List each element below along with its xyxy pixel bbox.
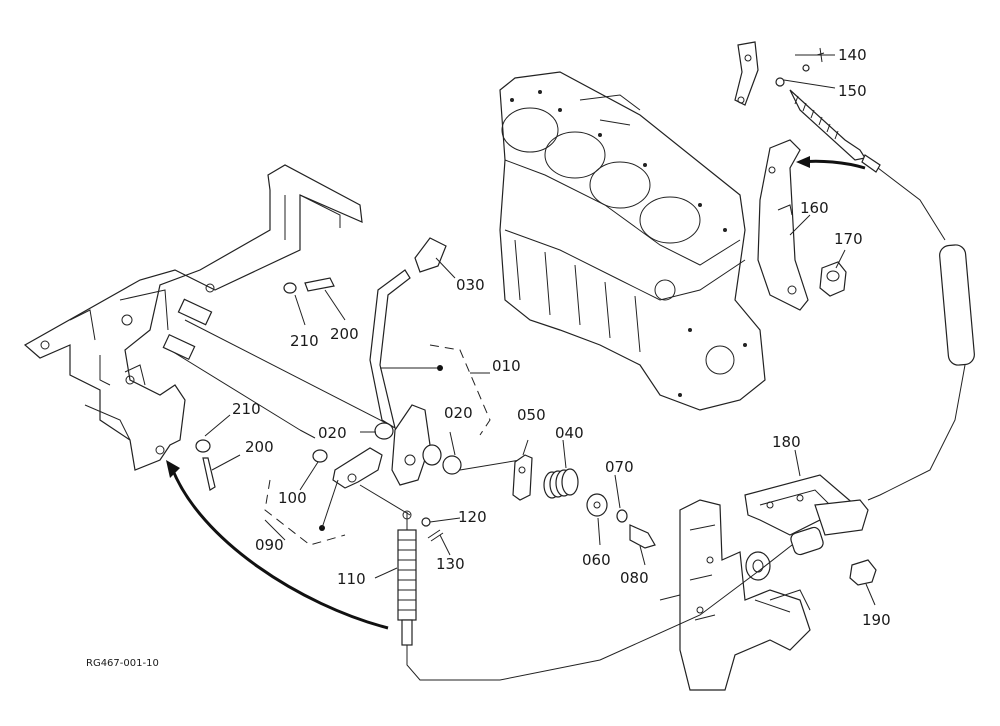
- label-100: 100: [278, 489, 307, 507]
- label-190: 190: [862, 611, 891, 629]
- cable-boot-upper: [789, 89, 866, 161]
- cable-sleeve: [939, 244, 975, 366]
- boss: [422, 444, 442, 466]
- bushing-020-left: [374, 422, 394, 440]
- throttle-cable-lower: [397, 510, 444, 646]
- label-120: 120: [458, 508, 487, 526]
- label-070: 070: [605, 458, 634, 476]
- throttle-cable-upper: [734, 41, 975, 366]
- clip-120: [421, 517, 431, 527]
- spring-040: [543, 468, 579, 499]
- bolt-200-upper: [304, 277, 335, 292]
- washer-070: [616, 509, 628, 523]
- bushing-020-right: [442, 455, 462, 475]
- collar-100: [312, 449, 328, 463]
- bracket-160: [757, 139, 809, 311]
- shaft-centerlines: [162, 298, 391, 439]
- label-210-upper: 210: [290, 332, 319, 350]
- label-050: 050: [517, 406, 546, 424]
- label-140: 140: [838, 46, 867, 64]
- washer-210-upper: [283, 282, 297, 294]
- leader-lines: [204, 54, 876, 606]
- bolt-080: [629, 524, 656, 549]
- label-130: 130: [436, 555, 465, 573]
- washer-150: [775, 77, 785, 87]
- label-200-lower: 200: [245, 438, 274, 456]
- lever-knob: [414, 237, 447, 273]
- washer-210-lower: [195, 439, 211, 453]
- pivot-bush-lower: [162, 333, 196, 361]
- cable-end: [790, 526, 824, 556]
- bracket-upper: [734, 41, 759, 106]
- label-180: 180: [772, 433, 801, 451]
- part-labels: 140 150 160 170 180 190 030 010 020 020 …: [232, 46, 891, 629]
- label-210-lower: 210: [232, 400, 261, 418]
- drawing-code: RG467-001-10: [86, 658, 159, 669]
- label-090: 090: [255, 536, 284, 554]
- pin-130: [427, 529, 444, 542]
- label-060: 060: [582, 551, 611, 569]
- label-110: 110: [337, 570, 366, 588]
- label-160: 160: [800, 199, 829, 217]
- lever-plate: [391, 404, 431, 486]
- cable-routing: [166, 156, 966, 681]
- label-010: 010: [492, 357, 521, 375]
- label-020-left: 020: [318, 424, 347, 442]
- lever-090: [332, 447, 383, 489]
- label-150: 150: [838, 82, 867, 100]
- lower-right-assembly: [659, 474, 877, 691]
- bracket-050: [512, 454, 533, 501]
- throttle-lever-assembly: [369, 237, 462, 486]
- frame-bracket: [23, 164, 363, 471]
- label-170: 170: [834, 230, 863, 248]
- bolt-set-upper: [283, 277, 335, 294]
- bolt-190: [849, 559, 877, 586]
- engine-block: [499, 71, 766, 411]
- label-020-right: 020: [444, 404, 473, 422]
- bolt-200-lower: [202, 457, 216, 491]
- label-080: 080: [620, 569, 649, 587]
- lever-rod: [369, 269, 411, 430]
- grommet: [745, 551, 771, 581]
- flow-arrow-left: [170, 467, 389, 630]
- label-200-upper: 200: [330, 325, 359, 343]
- label-040: 040: [555, 424, 584, 442]
- spring-assembly: [459, 454, 656, 549]
- label-030: 030: [456, 276, 485, 294]
- cable-boot-110: [397, 529, 417, 621]
- nut-170: [819, 261, 847, 297]
- lower-frame: [679, 499, 811, 691]
- pivot-bush-upper: [177, 298, 213, 326]
- small-lever-assembly: [312, 447, 411, 516]
- bolt-set-lower: [195, 439, 216, 491]
- washer-060: [586, 493, 608, 517]
